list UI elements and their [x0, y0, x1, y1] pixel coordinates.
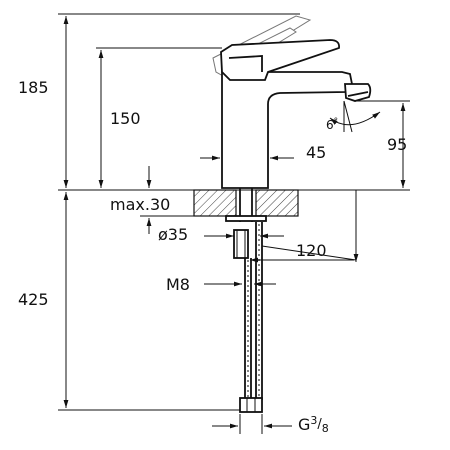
dimension-g38: G3/8 [212, 414, 329, 435]
label-185: 185 [18, 78, 49, 97]
dimension-150: 150 [98, 50, 141, 188]
mounting-assembly [225, 188, 267, 259]
label-120: 120 [296, 241, 327, 260]
label-angle: 6° [326, 117, 338, 132]
dimension-185: 185 [18, 16, 69, 188]
label-dia35: ø35 [158, 225, 188, 244]
dimension-45: 45 [200, 143, 326, 162]
dimension-95: 95 [387, 103, 407, 188]
dimension-m8: M8 [166, 275, 276, 294]
label-g38: G3/8 [298, 414, 329, 435]
dimension-max30: max.30 [110, 166, 196, 234]
dimension-425: 425 [18, 192, 69, 408]
label-425: 425 [18, 290, 49, 309]
label-m8: M8 [166, 275, 190, 294]
label-max30: max.30 [110, 195, 170, 214]
faucet-body [220, 39, 372, 189]
dimension-dia35: ø35 [158, 225, 284, 244]
dimension-120: 120 [250, 190, 359, 263]
label-150: 150 [110, 109, 141, 128]
label-45: 45 [306, 143, 326, 162]
label-95: 95 [387, 135, 407, 154]
deck-section [193, 189, 299, 217]
angle-6-indicator: 6° [326, 100, 381, 133]
braided-hose [239, 222, 263, 413]
